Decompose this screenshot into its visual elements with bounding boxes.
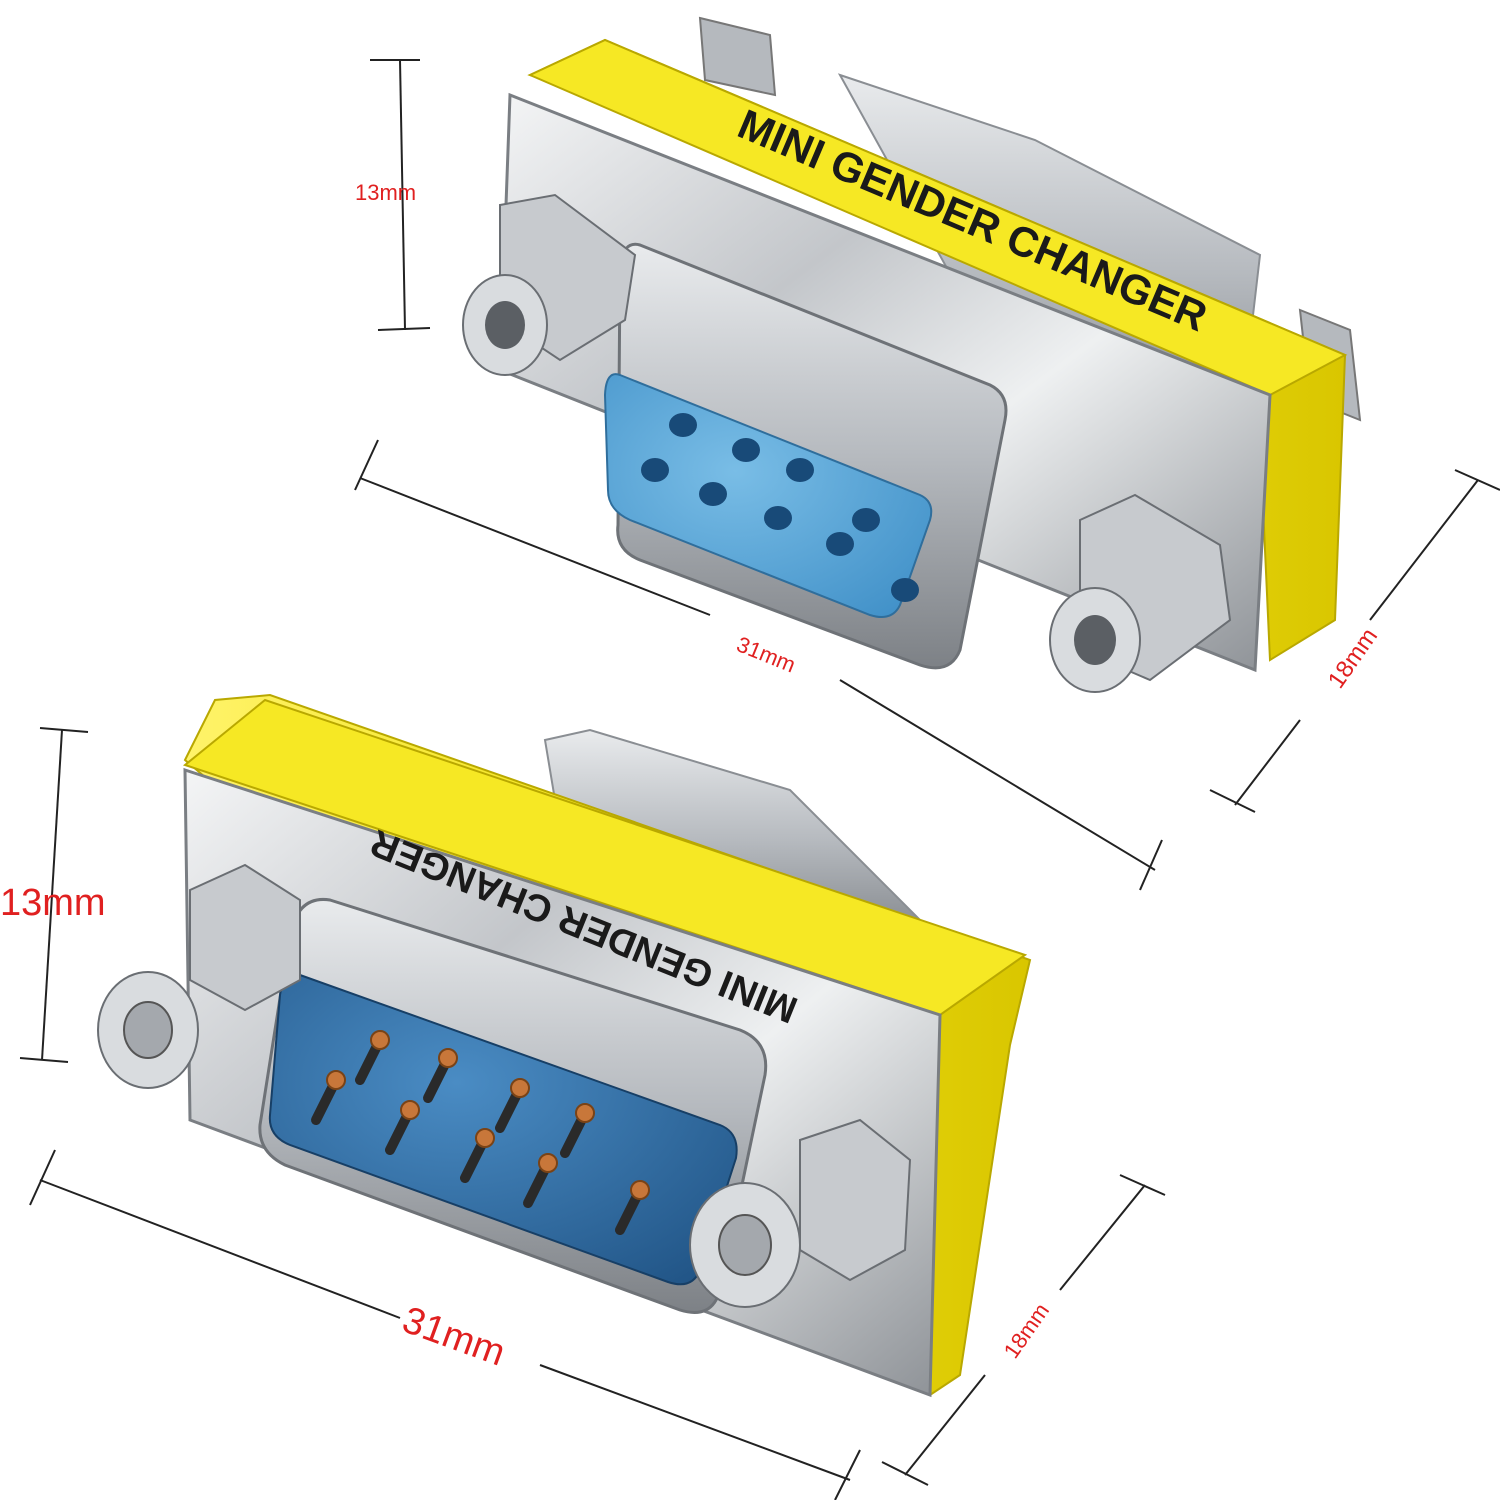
bottom-dimension-height bbox=[19, 727, 89, 1063]
bottom-height-label: 13mm bbox=[0, 882, 106, 924]
top-length-label: 31mm bbox=[733, 631, 799, 677]
bottom-dimension-length bbox=[29, 1149, 861, 1500]
top-dimension-height bbox=[370, 59, 431, 331]
bottom-length-label: 31mm bbox=[397, 1299, 511, 1375]
top-width-label: 18mm bbox=[1323, 623, 1383, 693]
bottom-dimension-width bbox=[881, 1174, 1166, 1486]
bottom-screw-left bbox=[97, 863, 301, 1089]
top-standoff-right bbox=[1049, 493, 1232, 693]
bottom-screw-right bbox=[689, 1118, 912, 1308]
bottom-adapter: MINI GENDER CHANGER bbox=[97, 693, 1032, 1398]
bottom-yellow-strip bbox=[182, 698, 1028, 1017]
top-dimension-width bbox=[1209, 469, 1500, 813]
top-rear-screw-left bbox=[698, 16, 777, 97]
top-yellow-strip bbox=[527, 38, 1348, 397]
top-dimension-length bbox=[354, 439, 1163, 891]
top-pin-holes bbox=[641, 413, 919, 602]
bottom-pin-tips bbox=[326, 1030, 650, 1200]
top-standoff-left bbox=[462, 193, 637, 376]
bottom-width-label: 18mm bbox=[999, 1298, 1055, 1362]
top-adapter: MINI GENDER CHANGER bbox=[462, 16, 1362, 693]
top-height-label: 13mm bbox=[355, 180, 416, 205]
